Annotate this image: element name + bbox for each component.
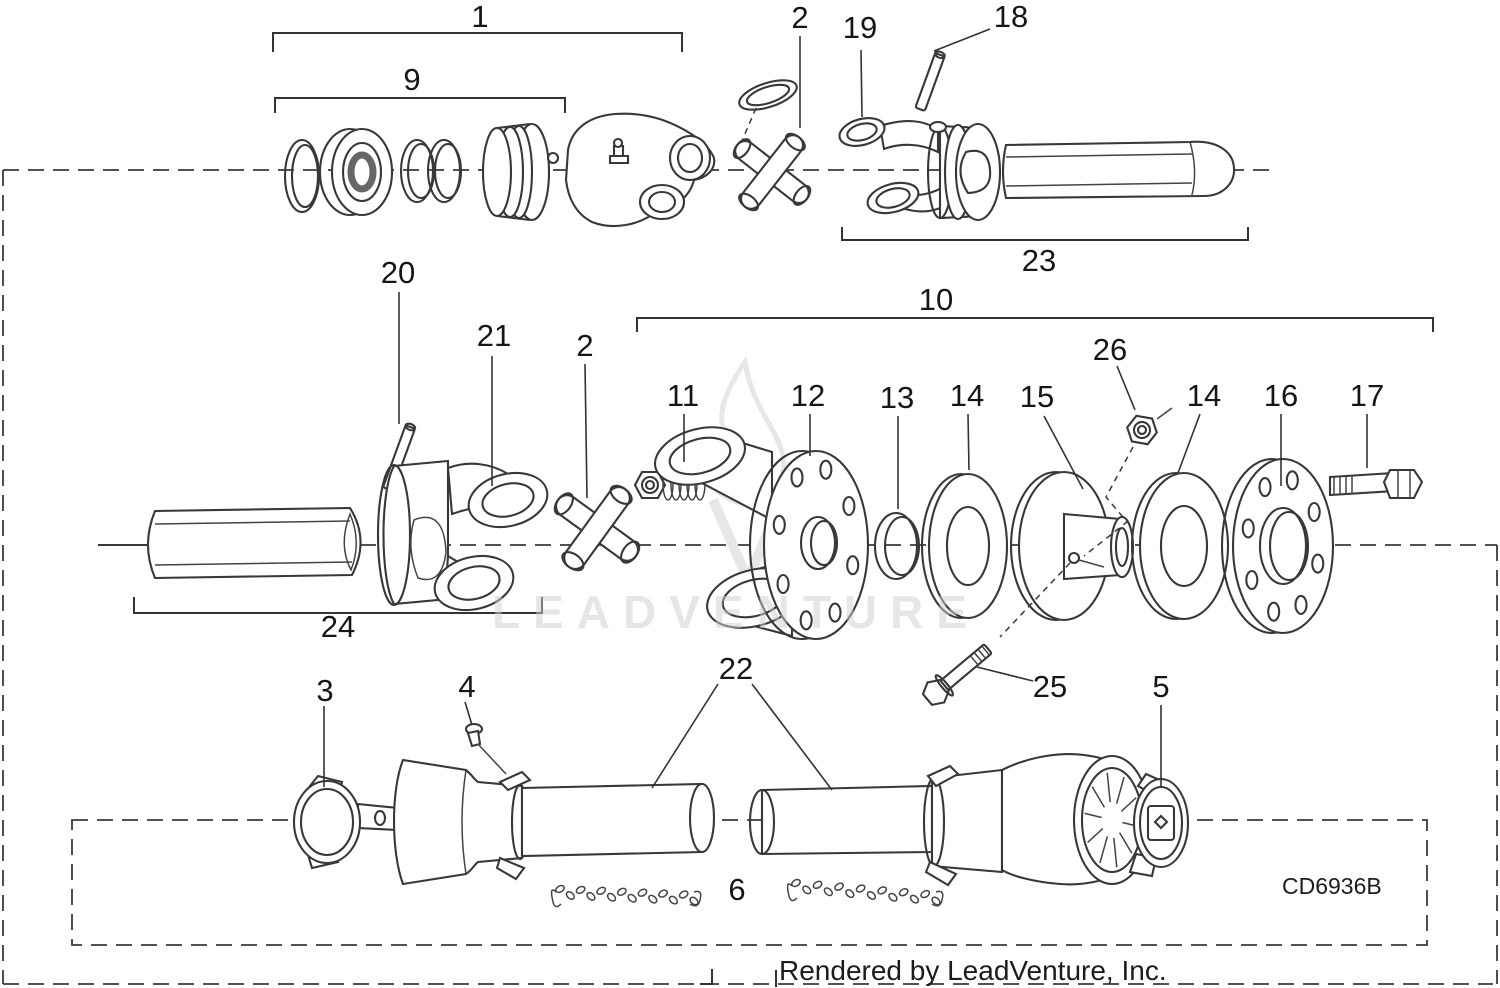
bracket-label-10: 10: [919, 282, 953, 317]
yoke-21: [376, 459, 549, 612]
watermark-text: LEADVENTURE: [492, 586, 980, 638]
callout-label-15: 15: [1020, 379, 1054, 414]
guard-assembly: [292, 722, 1190, 908]
callout-label-12: 12: [791, 378, 825, 413]
callout-label-26: 26: [1093, 332, 1127, 367]
lower-assembly-dashed-box: [71, 819, 1428, 946]
callout-leader-15: [1043, 415, 1084, 490]
clamp-5: [1128, 772, 1190, 878]
mid-driveline-assembly: [147, 407, 1424, 707]
bracket-label-24: 24: [321, 609, 355, 644]
callout-label-19: 19: [843, 10, 877, 45]
wire-rings: [399, 138, 463, 204]
cross-journal-mid: [553, 484, 641, 572]
flange-yoke-12: [653, 426, 870, 641]
clamp-3: [292, 774, 400, 870]
bracket-label-9: 9: [403, 62, 420, 97]
group-bracket-9: [274, 97, 566, 113]
callout-leader-18: [933, 28, 991, 52]
bracket-label-1: 1: [471, 0, 488, 34]
guard-tube-right: [748, 784, 934, 856]
callout-label-11: 11: [667, 378, 699, 413]
callout-leader-2: [584, 363, 588, 499]
snap-ring: [283, 138, 321, 214]
outer-yoke-19: [838, 117, 1002, 222]
profile-tube-outer-23: [1001, 140, 1236, 200]
callout-label-25: 25: [1033, 669, 1067, 704]
grease-fitting-icon: [608, 137, 630, 165]
callout-label-5: 5: [1152, 669, 1169, 704]
bearing-cup: [481, 122, 551, 222]
callout-label-14: 14: [950, 378, 984, 413]
top-driveline-assembly: [283, 50, 1236, 228]
callout-label-4: 4: [458, 669, 475, 704]
diagram-code: CD6936B: [1282, 873, 1382, 899]
flange-16: [1220, 457, 1335, 635]
washer-14-left: [920, 472, 1009, 620]
callout-leader-14: [967, 413, 970, 471]
border-corner-mark: [700, 969, 713, 985]
profile-tube-inner-24: [147, 506, 362, 580]
hub-15: [1009, 470, 1135, 622]
inner-yoke: [564, 112, 716, 228]
callout-leader-4: [464, 701, 473, 726]
callout-label-2: 2: [791, 0, 808, 35]
callout-leader-14: [1177, 413, 1201, 474]
seal-ring: [738, 79, 798, 111]
callout-label-2: 2: [576, 328, 593, 363]
safety-chain-right: [786, 878, 944, 907]
callout-leader-22: [651, 683, 719, 789]
safety-chain-left: [550, 884, 702, 908]
callout-leader-22: [751, 683, 833, 791]
nut-26: [1126, 407, 1173, 446]
bolt-17: [1328, 468, 1424, 500]
group-bracket-23: [841, 227, 1249, 241]
callout-label-3: 3: [316, 673, 333, 708]
callout-leader-19: [860, 49, 863, 118]
cross-journal-top: [732, 132, 812, 212]
callout-leader-26: [1116, 365, 1136, 411]
attribution-text: Rendered by LeadVenture, Inc.: [779, 955, 1167, 986]
ring-13: [873, 511, 921, 581]
seal-washer: [318, 127, 394, 217]
callout-label-21: 21: [477, 318, 511, 353]
callout-label-6: 6: [728, 872, 745, 907]
group-bracket-24: [133, 597, 543, 614]
guard-bell-left: [392, 758, 532, 886]
callout-label-20: 20: [381, 255, 415, 290]
callout-label-18: 18: [994, 0, 1028, 34]
callout-leader-25: [976, 666, 1034, 682]
bolt-25-dashed-leader: [999, 562, 1071, 638]
callout-label-17: 17: [1350, 378, 1384, 413]
callout-label-16: 16: [1264, 378, 1298, 413]
callout-label-14: 14: [1187, 378, 1221, 413]
callout-label-13: 13: [880, 380, 914, 415]
callout-label-22: 22: [719, 651, 753, 686]
nut-11: [633, 470, 667, 500]
group-bracket-10: [636, 317, 1434, 332]
bracket-label-23: 23: [1022, 243, 1056, 278]
roll-pin-18: [914, 50, 946, 112]
guard-tube-left: [520, 782, 716, 858]
guard-bell-right: [922, 753, 1152, 887]
check-ball: [546, 151, 560, 165]
washer-14-right: [1130, 471, 1230, 621]
bolt-25: [921, 643, 993, 707]
screw-4: [464, 722, 507, 775]
group-bracket-1: [272, 32, 683, 52]
